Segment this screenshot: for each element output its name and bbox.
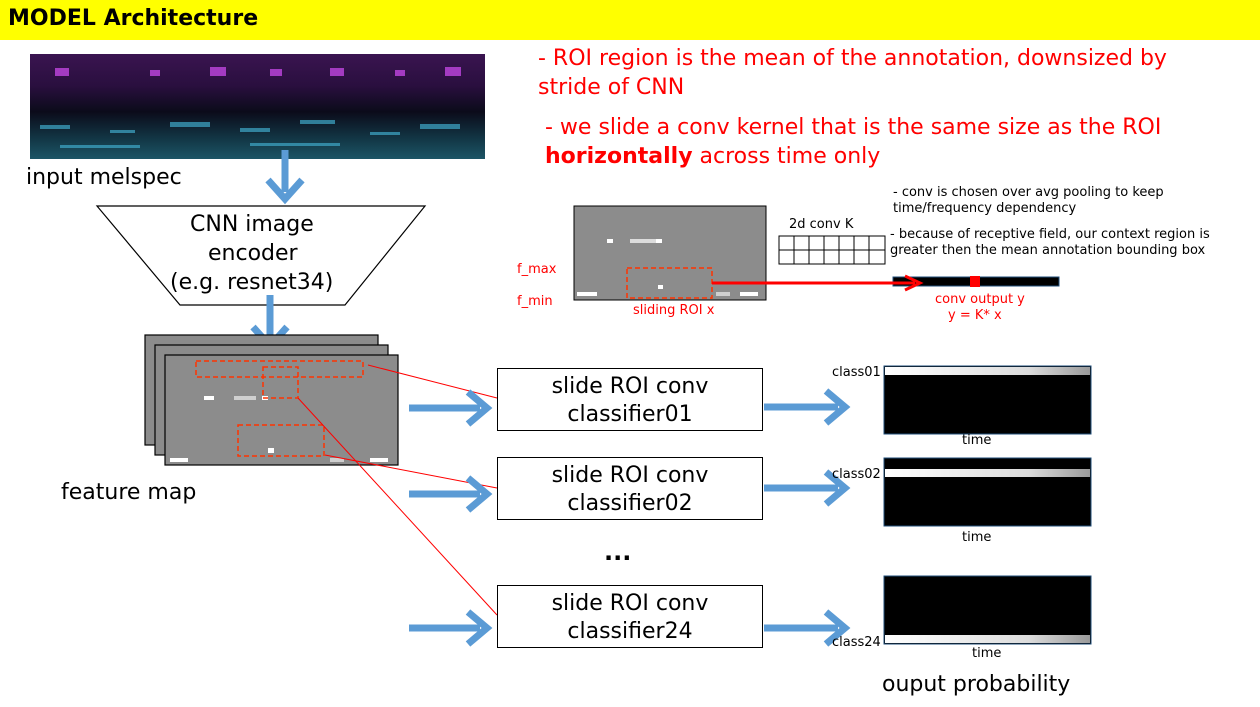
classifier-02-line2: classifier02 xyxy=(567,491,693,516)
conv-output-label-2: y = K* x xyxy=(948,308,1002,323)
conv-k-label: 2d conv K xyxy=(789,217,854,232)
class01-label: class01 xyxy=(832,365,881,380)
f-max-label: f_max xyxy=(517,262,557,277)
classifier-02-line1: slide ROI conv xyxy=(551,463,709,488)
classifier-24-line2: classifier24 xyxy=(567,619,693,644)
output-panel-02 xyxy=(883,457,1092,527)
roi-box-small xyxy=(262,366,299,399)
note-slide-2: horizontally across time only xyxy=(545,142,880,171)
title-bar xyxy=(0,0,1260,40)
ellipsis: ... xyxy=(604,538,632,566)
class24-label: class24 xyxy=(832,635,881,650)
output-panel-24 xyxy=(883,575,1092,645)
side-note-2a: - because of receptive field, our contex… xyxy=(890,227,1210,242)
page-title: MODEL Architecture xyxy=(8,6,259,31)
f-min-label: f_min xyxy=(517,294,553,309)
encoder-trapezoid xyxy=(95,205,427,306)
arrows-to-outputs xyxy=(764,388,851,647)
note-roi-2: stride of CNN xyxy=(538,75,685,100)
feature-map-label: feature map xyxy=(61,480,197,505)
encoder-label-2: encoder xyxy=(208,241,298,266)
time-label-02: time xyxy=(962,530,992,545)
arrows-to-classifiers xyxy=(409,389,493,647)
encoder-label-1: CNN image xyxy=(190,212,314,237)
roi-box-wide xyxy=(195,360,364,378)
roi-box-low xyxy=(237,424,325,457)
classifier-01-line2: classifier01 xyxy=(567,402,693,427)
class02-label: class02 xyxy=(832,467,881,482)
classifier-box-01: slide ROI conv classifier01 xyxy=(497,368,763,431)
conv-kernel-grid xyxy=(778,235,886,265)
melspec-image xyxy=(30,54,485,159)
classifier-box-02: slide ROI conv classifier02 xyxy=(497,457,763,520)
encoder-label-3: (e.g. resnet34) xyxy=(170,270,334,295)
note-slide-1: - we slide a conv kernel that is the sam… xyxy=(545,115,1162,140)
time-label-24: time xyxy=(972,646,1002,661)
note-roi-1: - ROI region is the mean of the annotati… xyxy=(538,46,1167,71)
output-probability-label: ouput probability xyxy=(882,672,1071,697)
side-note-1b: time/frequency dependency xyxy=(893,201,1077,216)
input-melspec-label: input melspec xyxy=(26,165,182,190)
classifier-24-line1: slide ROI conv xyxy=(551,591,709,616)
side-note-1a: - conv is chosen over avg pooling to kee… xyxy=(893,185,1164,200)
arrow-melspec-to-encoder xyxy=(265,150,305,205)
output-panel-01 xyxy=(883,365,1092,435)
sliding-roi-label: sliding ROI x xyxy=(633,303,715,318)
feature-map-stack xyxy=(144,334,399,466)
roi-example-map xyxy=(573,205,767,301)
classifier-box-24: slide ROI conv classifier24 xyxy=(497,585,763,648)
conv-output-label-1: conv output y xyxy=(935,292,1025,307)
roi-to-output-arrow xyxy=(712,274,924,292)
note-slide-bold: horizontally xyxy=(545,144,693,169)
time-label-01: time xyxy=(962,433,992,448)
note-slide-rest: across time only xyxy=(692,144,881,169)
classifier-01-line1: slide ROI conv xyxy=(551,374,709,399)
side-note-2b: greater then the mean annotation boundin… xyxy=(890,243,1206,258)
